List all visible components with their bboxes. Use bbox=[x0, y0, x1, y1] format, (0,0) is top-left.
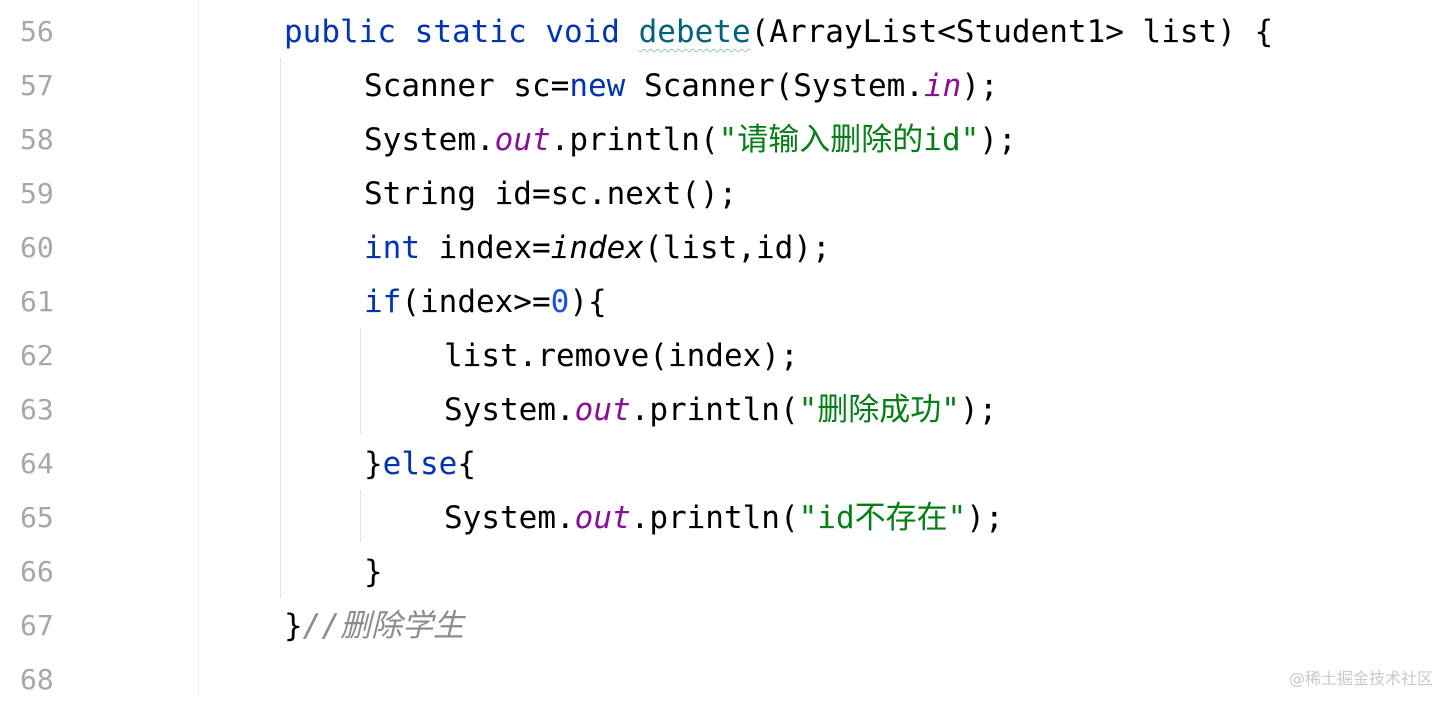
line-number: 60 bbox=[20, 231, 54, 264]
line-number: 58 bbox=[20, 123, 54, 156]
code-text: } bbox=[364, 446, 383, 482]
number-literal: 0 bbox=[550, 284, 570, 320]
code-text: Scanner sc= bbox=[364, 68, 570, 104]
watermark: @稀土掘金技术社区 bbox=[1288, 669, 1433, 688]
line-number: 57 bbox=[20, 69, 54, 102]
line-number: 68 bbox=[20, 663, 54, 696]
keyword: int bbox=[364, 230, 420, 266]
code-line-61[interactable]: if(index>=0){ bbox=[364, 275, 607, 329]
line-number-gutter: 56 57 58 59 60 61 62 63 64 65 66 67 68 bbox=[0, 0, 199, 696]
static-field: out bbox=[574, 500, 631, 536]
indent-guide bbox=[280, 58, 281, 598]
code-text: Scanner(System. bbox=[625, 68, 924, 104]
code-line-56[interactable]: public static void debete(ArrayList<Stud… bbox=[284, 5, 1273, 59]
code-line-59[interactable]: String id=sc.next(); bbox=[364, 167, 737, 221]
code-line-60[interactable]: int index=index(list,id); bbox=[364, 221, 831, 275]
string-literal: "id不存在" bbox=[798, 500, 967, 536]
indent-guide bbox=[360, 490, 361, 542]
keyword: public bbox=[284, 14, 396, 50]
code-text: ); bbox=[961, 68, 999, 104]
keyword: static bbox=[414, 14, 527, 50]
line-number: 65 bbox=[20, 501, 54, 534]
method-name[interactable]: debete bbox=[638, 14, 751, 50]
code-text: index= bbox=[420, 230, 551, 266]
indent-guide bbox=[360, 328, 361, 434]
code-text: ); bbox=[966, 500, 1004, 536]
code-text: } bbox=[364, 554, 383, 590]
code-text bbox=[396, 14, 415, 50]
keyword: if bbox=[364, 284, 402, 320]
code-line-65[interactable]: System.out.println("id不存在"); bbox=[444, 491, 1004, 545]
keyword: void bbox=[545, 14, 620, 50]
code-line-63[interactable]: System.out.println("删除成功"); bbox=[444, 383, 997, 437]
code-line-66[interactable]: } bbox=[364, 545, 383, 599]
code-text: .println( bbox=[630, 500, 799, 536]
string-literal: "请输入删除的id" bbox=[718, 122, 980, 158]
code-text: .println( bbox=[630, 392, 799, 428]
keyword: new bbox=[569, 68, 626, 104]
line-number: 61 bbox=[20, 285, 54, 318]
static-field: in bbox=[923, 68, 962, 104]
line-number: 56 bbox=[20, 15, 54, 48]
line-number: 67 bbox=[20, 609, 54, 642]
code-text: (list,id); bbox=[643, 230, 831, 266]
code-line-57[interactable]: Scanner sc=new Scanner(System.in); bbox=[364, 59, 999, 113]
static-field: out bbox=[494, 122, 551, 158]
code-line-64[interactable]: }else{ bbox=[364, 437, 476, 491]
line-number: 59 bbox=[20, 177, 54, 210]
code-text: (index>= bbox=[401, 284, 551, 320]
line-number: 62 bbox=[20, 339, 54, 372]
code-text: System. bbox=[364, 122, 495, 158]
code-text: (ArrayList<Student1> list) { bbox=[750, 14, 1274, 50]
code-line-58[interactable]: System.out.println("请输入删除的id"); bbox=[364, 113, 1017, 167]
line-number: 66 bbox=[20, 555, 54, 588]
line-number: 63 bbox=[20, 393, 54, 426]
code-text: System. bbox=[444, 392, 575, 428]
static-method-call: index bbox=[550, 230, 644, 266]
string-literal: "删除成功" bbox=[798, 392, 960, 428]
static-field: out bbox=[574, 392, 631, 428]
code-text: ){ bbox=[569, 284, 607, 320]
code-text: list.remove(index); bbox=[444, 338, 799, 374]
code-text: String id=sc.next(); bbox=[364, 176, 738, 212]
code-line-67[interactable]: }//删除学生 bbox=[284, 599, 464, 653]
code-text bbox=[527, 14, 546, 50]
code-text: { bbox=[457, 446, 476, 482]
code-text: ); bbox=[979, 122, 1017, 158]
code-text bbox=[620, 14, 639, 50]
keyword: else bbox=[382, 446, 458, 482]
code-text: } bbox=[284, 608, 303, 644]
code-text: System. bbox=[444, 500, 575, 536]
code-line-62[interactable]: list.remove(index); bbox=[444, 329, 799, 383]
code-comment: //删除学生 bbox=[302, 608, 464, 644]
code-text: .println( bbox=[550, 122, 719, 158]
line-number: 64 bbox=[20, 447, 54, 480]
code-text: ); bbox=[959, 392, 998, 428]
